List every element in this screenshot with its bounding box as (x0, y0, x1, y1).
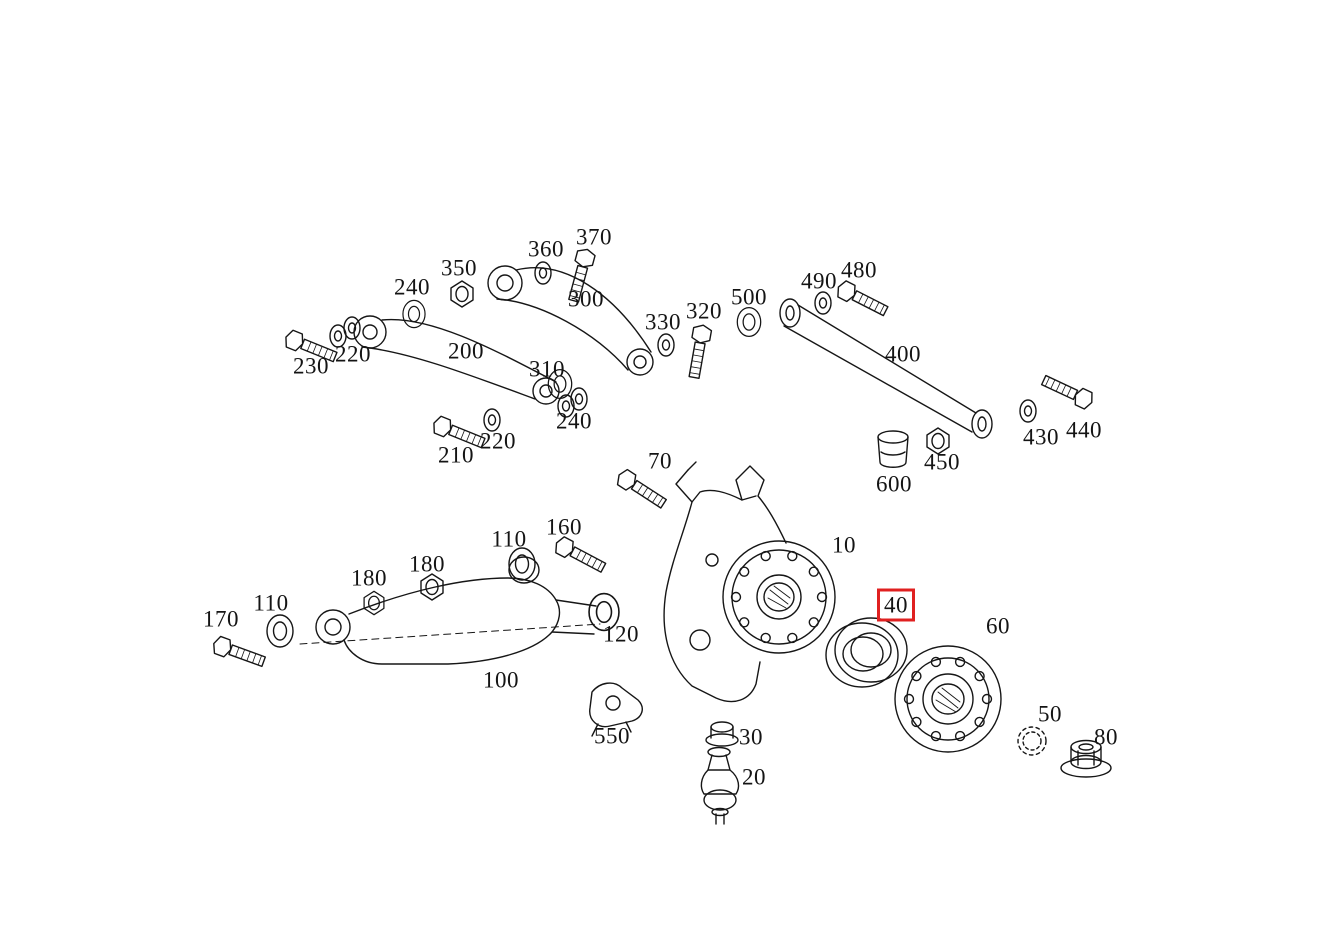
part-label-350[interactable]: 350 (441, 255, 477, 281)
knuckle-10-drawing (663, 461, 836, 703)
part-label-210[interactable]: 210 (438, 442, 474, 468)
part-label-220[interactable]: 220 (335, 341, 371, 367)
part-label-600[interactable]: 600 (876, 471, 912, 497)
washer-490-drawing (814, 291, 832, 315)
part-label-400[interactable]: 400 (885, 341, 921, 367)
part-label-220[interactable]: 220 (480, 428, 516, 454)
bushing-110-upper-drawing (508, 547, 536, 581)
nut-350-drawing (450, 280, 474, 308)
part-label-160[interactable]: 160 (546, 514, 582, 540)
washer-360-drawing (534, 261, 552, 285)
part-label-330[interactable]: 330 (645, 309, 681, 335)
axle-nut-80-drawing (1060, 739, 1112, 778)
part-label-110[interactable]: 110 (253, 590, 289, 616)
nut-30-drawing (705, 721, 739, 747)
part-label-60[interactable]: 60 (986, 613, 1010, 639)
upper-arm-300-drawing (487, 265, 654, 376)
part-label-80[interactable]: 80 (1094, 724, 1118, 750)
part-label-240[interactable]: 240 (556, 408, 592, 434)
bolt-440-drawing (1039, 371, 1097, 412)
bolt-480-drawing (833, 278, 891, 320)
part-label-180[interactable]: 180 (351, 565, 387, 591)
part-label-300[interactable]: 300 (568, 286, 604, 312)
part-label-50[interactable]: 50 (1038, 701, 1062, 727)
washer-430-drawing (1019, 399, 1037, 423)
part-label-120[interactable]: 120 (603, 621, 639, 647)
ball-joint-20-drawing (700, 746, 740, 825)
bolt-170-drawing (210, 634, 268, 671)
part-label-490[interactable]: 490 (801, 268, 837, 294)
bushing-500-drawing (736, 306, 762, 338)
part-label-360[interactable]: 360 (528, 236, 564, 262)
snap-ring-50-drawing (1017, 726, 1047, 756)
part-label-10[interactable]: 10 (832, 532, 856, 558)
part-label-440[interactable]: 440 (1066, 417, 1102, 443)
part-label-310[interactable]: 310 (529, 356, 565, 382)
part-label-370[interactable]: 370 (576, 224, 612, 250)
part-label-30[interactable]: 30 (739, 724, 763, 750)
bolt-160-drawing (551, 534, 609, 577)
upper-arm-200-drawing (353, 315, 560, 405)
lower-arm-100-drawing (299, 556, 601, 665)
part-label-480[interactable]: 480 (841, 257, 877, 283)
washer-330-drawing (657, 333, 675, 357)
part-label-100[interactable]: 100 (483, 667, 519, 693)
part-label-40[interactable]: 40 (877, 588, 915, 622)
wheel-hub-60-drawing (894, 645, 1002, 753)
part-label-110[interactable]: 110 (491, 526, 527, 552)
part-label-500[interactable]: 500 (731, 284, 767, 310)
part-label-170[interactable]: 170 (203, 606, 239, 632)
part-label-450[interactable]: 450 (924, 449, 960, 475)
part-label-70[interactable]: 70 (648, 448, 672, 474)
part-label-180[interactable]: 180 (409, 551, 445, 577)
part-label-20[interactable]: 20 (742, 764, 766, 790)
bolt-320-drawing (684, 322, 713, 380)
bracket-550-drawing (589, 682, 643, 737)
wheel-bearing-40-drawing (825, 617, 908, 688)
strut-rod-400-drawing (779, 298, 993, 439)
part-label-550[interactable]: 550 (594, 723, 630, 749)
part-label-320[interactable]: 320 (686, 298, 722, 324)
bushing-110-lower-drawing (266, 614, 294, 648)
part-label-230[interactable]: 230 (293, 353, 329, 379)
bump-stop-600-drawing (877, 430, 909, 468)
part-label-200[interactable]: 200 (448, 338, 484, 364)
part-label-430[interactable]: 430 (1023, 424, 1059, 450)
part-label-240[interactable]: 240 (394, 274, 430, 300)
